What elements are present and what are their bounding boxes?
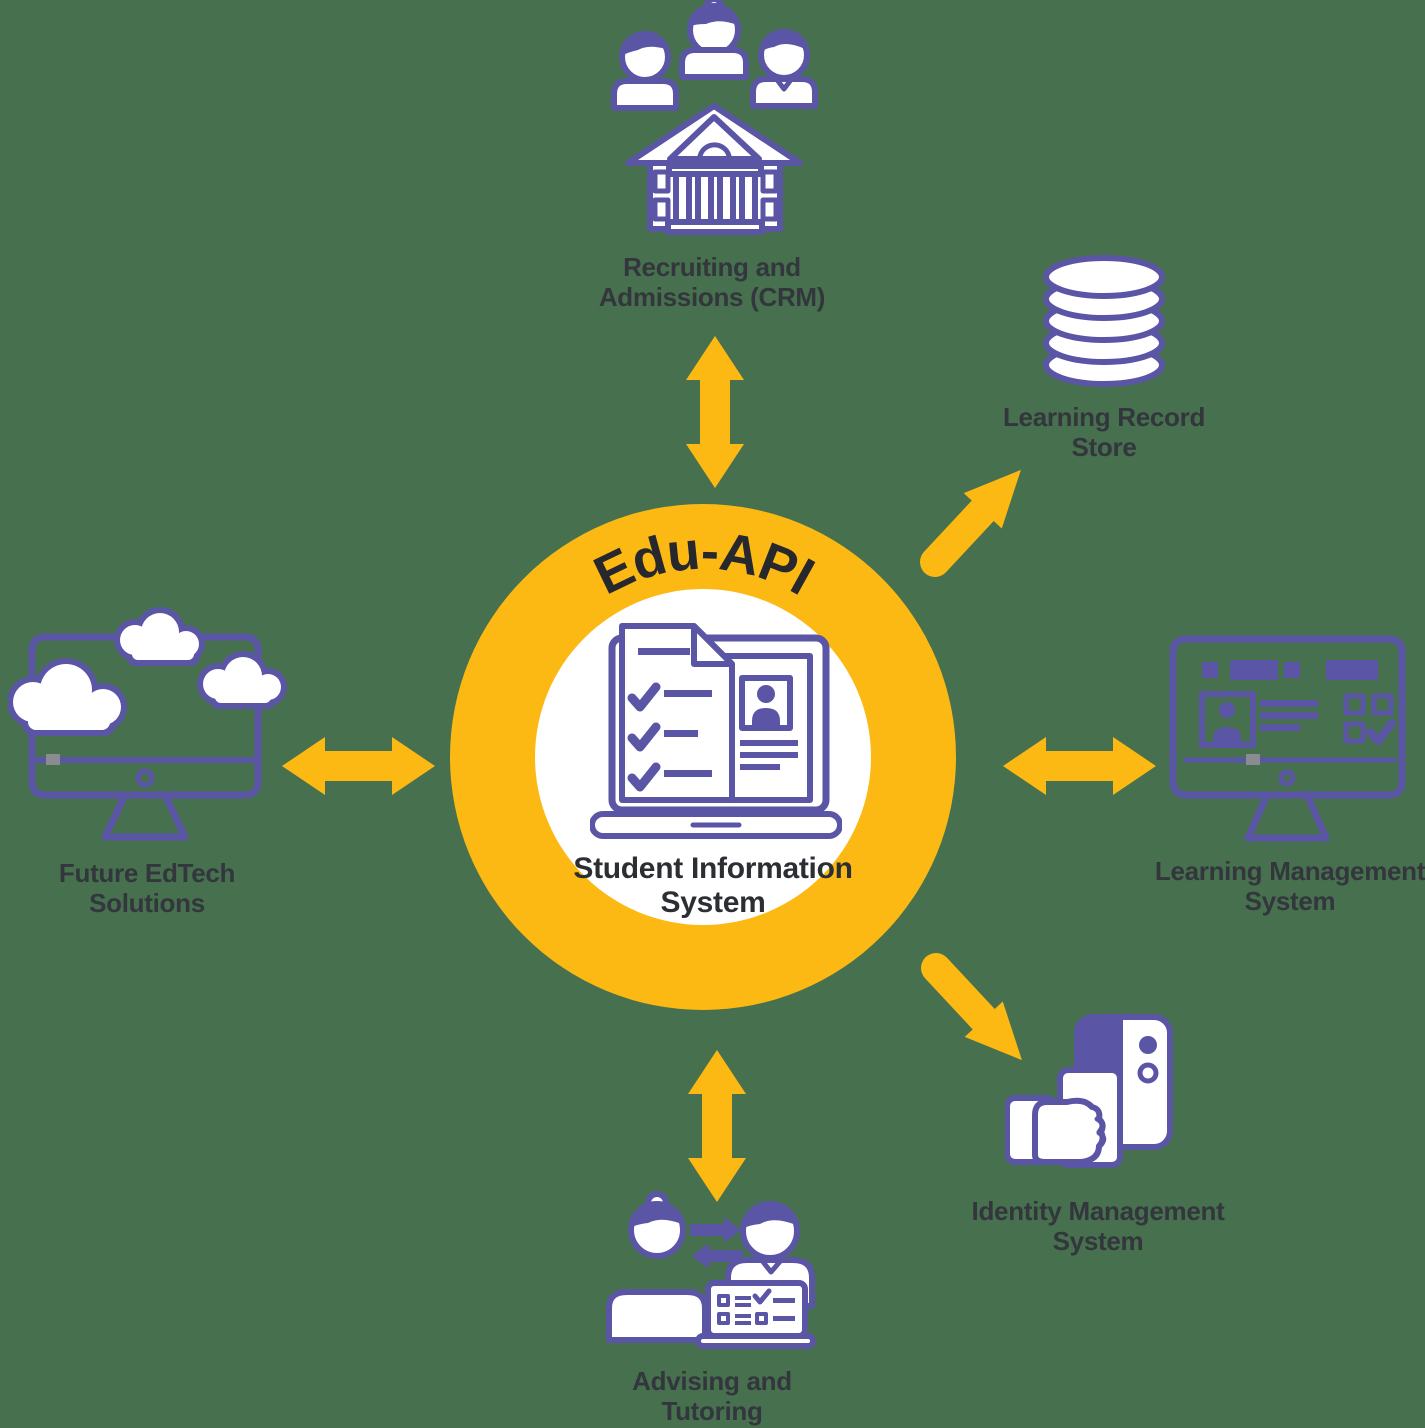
arrow-left-bidirectional [282, 737, 435, 795]
node-label-learning-record-store: Learning Record Store [974, 402, 1234, 462]
hub-center-label-line1: Student Information [573, 852, 853, 885]
label-line: Advising and [632, 1366, 792, 1396]
student-record-laptop-icon [590, 623, 842, 839]
arrow-bottom-bidirectional [688, 1050, 746, 1202]
label-line: Identity Management [971, 1196, 1225, 1226]
label-line: Admissions (CRM) [598, 282, 826, 312]
node-label-recruiting-admissions: Recruiting and Admissions (CRM) [542, 252, 882, 312]
lms-monitor-icon [1169, 635, 1406, 842]
arrow-down-right [921, 953, 1022, 1061]
cloud-monitor-icon [8, 607, 287, 841]
node-label-learning-management-system: Learning Management System [1140, 856, 1425, 916]
hub-center-label-line2: System [660, 886, 766, 919]
label-line: System [1244, 886, 1336, 916]
hub-center-label: Student Information System [563, 852, 863, 920]
label-line: Solutions [89, 888, 205, 918]
arrow-top-bidirectional [686, 336, 744, 488]
arrow-right-bidirectional [1003, 737, 1156, 795]
database-stack-icon [1043, 255, 1165, 387]
label-line: Tutoring [661, 1396, 763, 1426]
label-line: Learning Record [1002, 402, 1206, 432]
advisor-student-laptop-icon [606, 1191, 816, 1349]
label-line: Store [1071, 432, 1137, 462]
node-label-identity-management-system: Identity Management System [938, 1196, 1258, 1256]
label-line: Recruiting and [623, 252, 801, 282]
people-school-building-icon [611, 0, 818, 235]
node-label-advising-tutoring: Advising and Tutoring [582, 1366, 842, 1426]
label-line: Learning Management [1154, 856, 1425, 886]
node-label-future-edtech: Future EdTech Solutions [17, 858, 277, 918]
label-line: Future EdTech [58, 858, 236, 888]
arrow-up-right [920, 469, 1021, 577]
id-card-reader-hand-icon [1005, 1014, 1173, 1168]
label-line: System [1052, 1226, 1144, 1256]
